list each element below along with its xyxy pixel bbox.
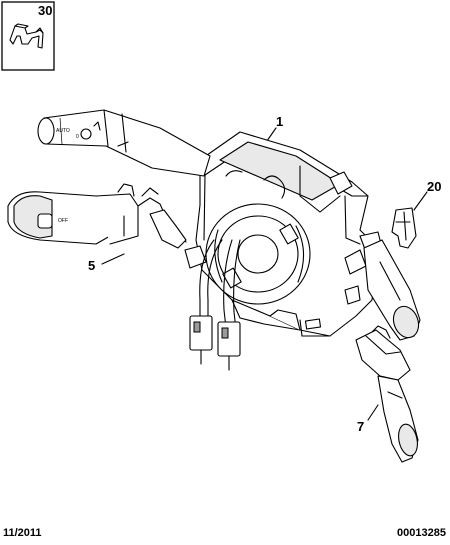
footer-date: 11/2011 [3, 527, 42, 539]
stalk-label-zero: 0 [76, 134, 79, 140]
cruise-control-stalk: OFF [7, 183, 187, 249]
lighting-stalk: AUTO 0 [37, 109, 211, 177]
switch-unit-body [184, 131, 383, 337]
callout-20: 20 [427, 179, 441, 194]
callout-7: 7 [357, 419, 364, 434]
leader-20 [413, 191, 428, 211]
stalk-label-off: OFF [58, 218, 68, 224]
leader-7 [367, 404, 379, 421]
callout-1: 1 [276, 114, 283, 129]
clip-bracket-drawing [9, 23, 44, 49]
inset-part-30: 30 [1, 1, 55, 71]
connector-part-7 [355, 325, 419, 463]
leader-5 [101, 253, 125, 265]
connector-left [189, 315, 213, 351]
stalk-label-auto: AUTO [56, 128, 70, 134]
clip-part-20 [391, 207, 417, 249]
callout-5: 5 [88, 258, 95, 273]
footer-reference: 00013285 [397, 527, 446, 539]
wiring-harness [189, 239, 241, 371]
connector-right [217, 321, 241, 357]
callout-30: 30 [38, 3, 52, 18]
wiper-stalk [363, 239, 421, 341]
